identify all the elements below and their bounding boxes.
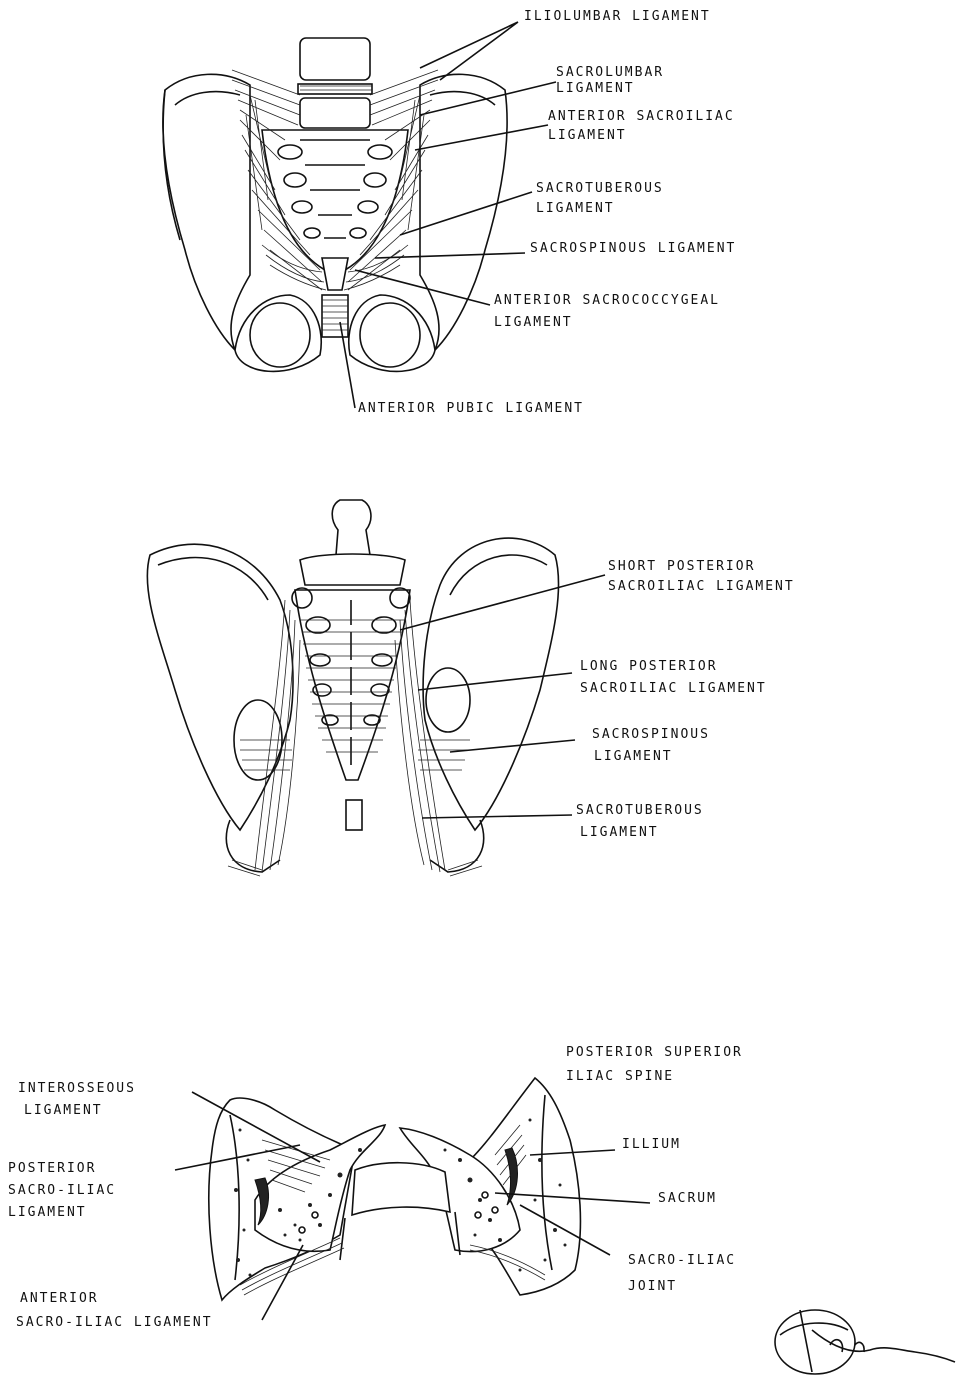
label-sacrospinous-line2: ligament: [594, 746, 673, 768]
label-sacrotuberous-line1: Sacrotuberous: [536, 178, 664, 200]
label-anterior-sacrococcygeal-line1: Anterior sacrococcygeal: [494, 290, 720, 312]
label-long-posterior-line1: Long posterior: [580, 656, 718, 678]
sacroiliac-joint-section-drawing: [209, 1078, 581, 1300]
label-short-posterior-line2: sacroiliac ligament: [608, 576, 795, 598]
label-anterior-si-line1: Anterior: [20, 1288, 99, 1310]
label-anterior-sacroiliac-line2: ligament: [548, 125, 627, 147]
label-interosseous-line1: Interosseous: [18, 1078, 136, 1100]
label-iliolumbar-ligament: Iliolumbar ligament: [524, 6, 711, 28]
label-posterior-si-line2: sacro-iliac: [8, 1180, 116, 1202]
label-si-joint-line1: Sacro-iliac: [628, 1250, 736, 1272]
label-ilium: Illium: [622, 1134, 681, 1156]
label-sacrospinous-line1: Sacrospinous: [592, 724, 710, 746]
posterior-pelvis-drawing: [147, 500, 558, 876]
label-psis-line1: Posterior superior: [566, 1042, 743, 1064]
label-short-posterior-line1: Short posterior: [608, 556, 755, 578]
label-anterior-sacrococcygeal-line2: ligament: [494, 312, 573, 334]
label-si-joint-line2: joint: [628, 1276, 677, 1298]
label-anterior-si-line2: sacro-iliac ligament: [16, 1312, 213, 1334]
artist-signature: [775, 1310, 955, 1374]
label-interosseous-line2: ligament: [24, 1100, 103, 1122]
label-long-posterior-line2: sacroiliac ligament: [580, 678, 767, 700]
label-sacrum: Sacrum: [658, 1188, 717, 1210]
label-posterior-si-line1: Posterior: [8, 1158, 96, 1180]
label-sacrolumbar-line2: ligament: [556, 78, 635, 100]
label-anterior-pubic-ligament: Anterior pubic ligament: [358, 398, 584, 420]
label-sacrotuberous-line1: Sacrotuberous: [576, 800, 704, 822]
anterior-pelvis-drawing: [163, 38, 507, 371]
label-posterior-si-line3: ligament: [8, 1202, 87, 1224]
label-sacrospinous-ligament: Sacrospinous ligament: [530, 238, 736, 260]
label-sacrotuberous-line2: ligament: [536, 198, 615, 220]
label-psis-line2: iliac spine: [566, 1066, 674, 1088]
label-sacrotuberous-line2: ligament: [580, 822, 659, 844]
